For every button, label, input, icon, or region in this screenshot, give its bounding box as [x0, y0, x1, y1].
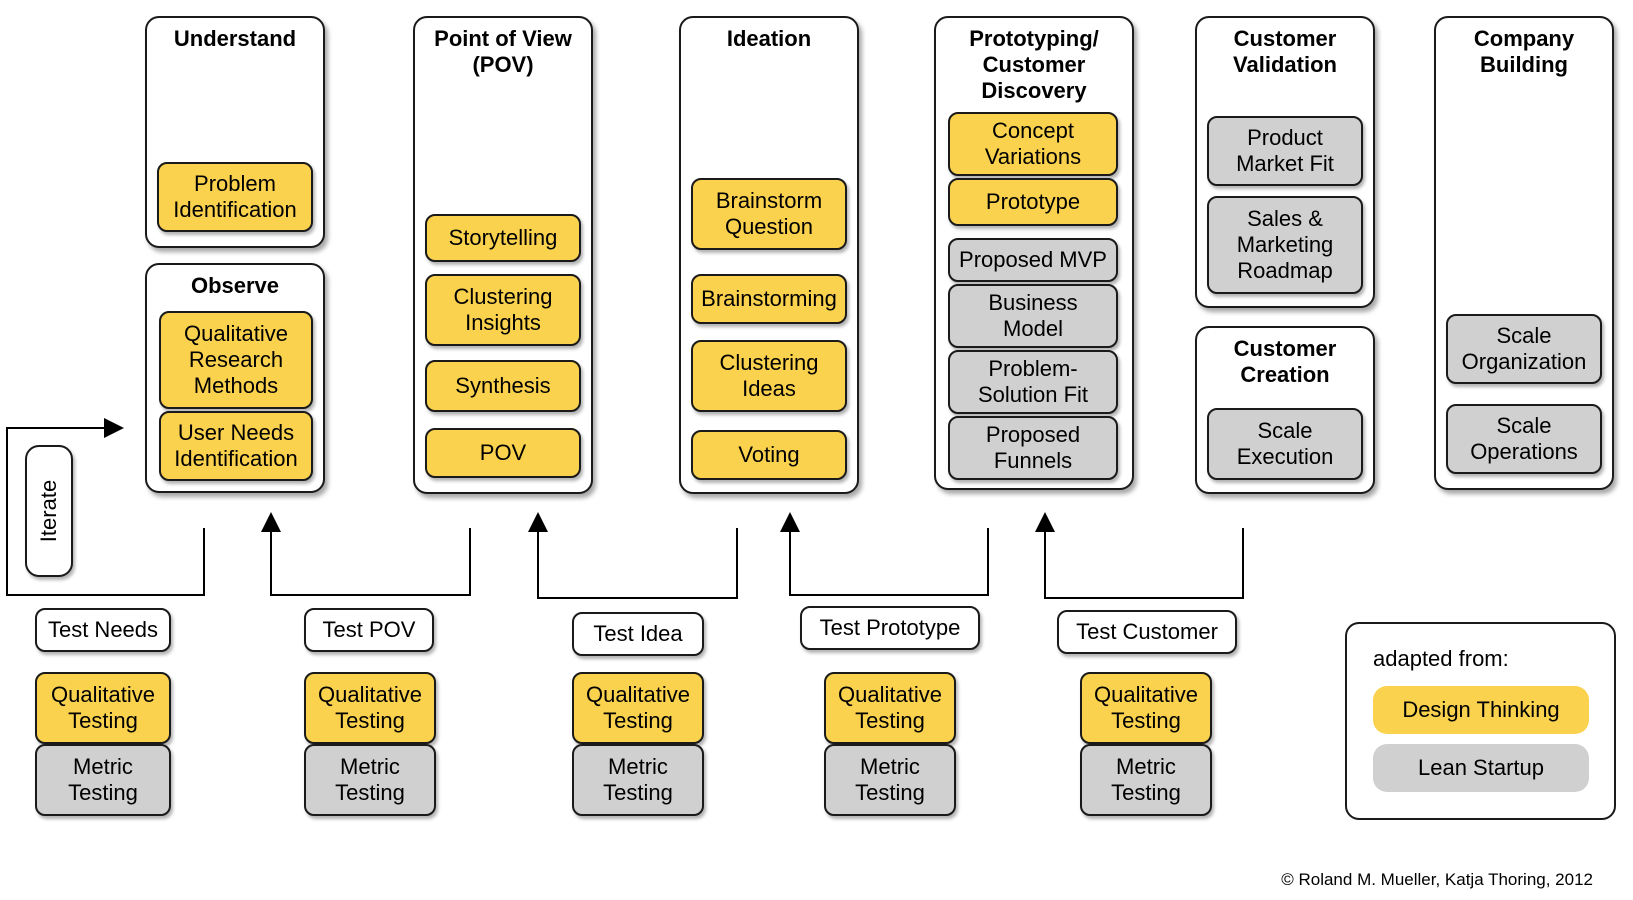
test-customer-connector: [1035, 512, 1244, 599]
test-metric: Metric Testing: [572, 744, 704, 816]
method-chip: Sales & Marketing Roadmap: [1207, 196, 1363, 294]
phase-title: Prototyping/ Customer Discovery: [969, 26, 1099, 103]
method-chip: Qualitative Research Methods: [159, 311, 313, 409]
method-chip: Scale Organization: [1446, 314, 1602, 384]
phase-understand: Understand Problem Identification: [145, 16, 325, 248]
method-chip: Synthesis: [425, 360, 581, 412]
copyright: © Roland M. Mueller, Katja Thoring, 2012: [1281, 870, 1593, 889]
phase-title: Understand: [173, 26, 297, 51]
phase-title: Company Building: [1473, 26, 1575, 77]
test-metric: Metric Testing: [304, 744, 436, 816]
test-pov-connector: [261, 512, 471, 596]
phase-customer-creation: Customer Creation Scale Execution: [1195, 326, 1375, 494]
method-chip: Problem Identification: [157, 162, 313, 232]
test-qualitative: Qualitative Testing: [304, 672, 436, 744]
legend-title: adapted from:: [1373, 646, 1509, 671]
test-label: Test Idea: [572, 612, 704, 656]
test-qualitative: Qualitative Testing: [824, 672, 956, 744]
iterate-text: Iterate: [36, 479, 61, 543]
test-qualitative: Qualitative Testing: [1080, 672, 1212, 744]
test-metric: Metric Testing: [35, 744, 171, 816]
test-prototype-connector: [780, 512, 989, 596]
phase-company-building: Company Building Scale Organization Scal…: [1434, 16, 1614, 490]
phase-prototyping: Prototyping/ Customer Discovery Concept …: [934, 16, 1134, 490]
method-chip: POV: [425, 428, 581, 478]
method-chip: Concept Variations: [948, 112, 1118, 176]
method-chip: Prototype: [948, 178, 1118, 226]
iterate-loop-line: [6, 418, 205, 596]
phase-ideation: Ideation Brainstorm Question Brainstormi…: [679, 16, 859, 494]
method-chip: Proposed Funnels: [948, 416, 1118, 480]
method-chip: Scale Operations: [1446, 404, 1602, 474]
method-chip: Scale Execution: [1207, 408, 1363, 480]
iterate-label: Iterate: [25, 445, 73, 577]
test-label: Test Needs: [35, 608, 171, 652]
test-label: Test Customer: [1057, 610, 1237, 654]
method-chip: Clustering Insights: [425, 274, 581, 346]
method-chip: Voting: [691, 430, 847, 480]
phase-title: Customer Validation: [1233, 26, 1337, 77]
method-chip: Business Model: [948, 284, 1118, 348]
method-chip: Proposed MVP: [948, 238, 1118, 282]
phase-title: Observe: [190, 273, 280, 298]
phase-title: Customer Creation: [1233, 336, 1337, 387]
phase-pov: Point of View (POV) Storytelling Cluster…: [413, 16, 593, 494]
method-chip: Brainstorming: [691, 274, 847, 324]
method-chip: Storytelling: [425, 214, 581, 262]
test-metric: Metric Testing: [824, 744, 956, 816]
phase-title: Ideation: [726, 26, 812, 51]
test-qualitative: Qualitative Testing: [35, 672, 171, 744]
test-label: Test Prototype: [800, 606, 980, 650]
test-qualitative: Qualitative Testing: [572, 672, 704, 744]
test-metric: Metric Testing: [1080, 744, 1212, 816]
method-chip: Problem- Solution Fit: [948, 350, 1118, 414]
method-chip: Product Market Fit: [1207, 116, 1363, 186]
legend-design-thinking: Design Thinking: [1373, 686, 1589, 734]
phase-observe: Observe Qualitative Research Methods Use…: [145, 263, 325, 493]
phase-title: Point of View (POV): [434, 26, 572, 77]
method-chip: User Needs Identification: [159, 411, 313, 481]
method-chip: Clustering Ideas: [691, 340, 847, 412]
test-idea-connector: [528, 512, 738, 599]
phase-customer-validation: Customer Validation Product Market Fit S…: [1195, 16, 1375, 308]
legend: adapted from: Design Thinking Lean Start…: [1345, 622, 1616, 820]
test-label: Test POV: [304, 608, 434, 652]
legend-lean-startup: Lean Startup: [1373, 744, 1589, 792]
method-chip: Brainstorm Question: [691, 178, 847, 250]
